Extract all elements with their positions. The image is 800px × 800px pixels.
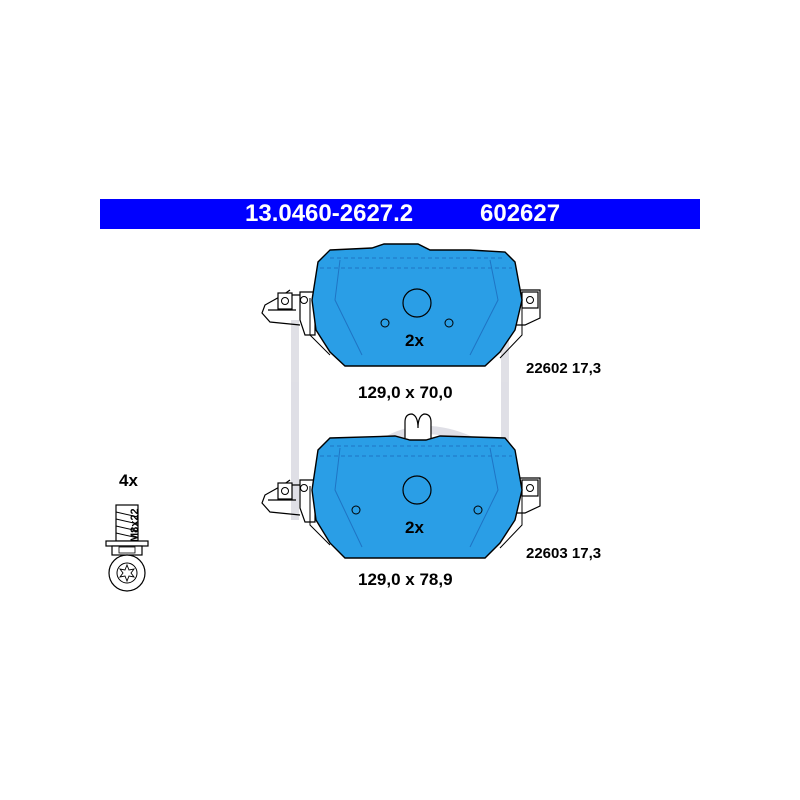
brake-pad-top	[261, 243, 541, 367]
bolt-size: M8x22	[129, 508, 141, 542]
brake-pad-bottom	[261, 413, 541, 559]
bolt-quantity: 4x	[119, 471, 138, 490]
top-pad-quantity: 2x	[405, 331, 424, 350]
part-number: 13.0460-2627.2	[245, 200, 414, 227]
bolt-drawing	[105, 504, 149, 592]
bottom-pad-quantity: 2x	[405, 518, 424, 537]
bottom-pad-reference: 22603 17,3	[526, 545, 602, 562]
title-banner: 13.0460-2627.2 602627	[100, 199, 700, 229]
top-pad-reference: 22602 17,3	[526, 360, 602, 377]
top-pad-dimensions: 129,0 x 70,0	[358, 383, 453, 402]
ean-number: 602627	[480, 200, 561, 227]
bottom-pad-dimensions: 129,0 x 78,9	[358, 570, 453, 589]
